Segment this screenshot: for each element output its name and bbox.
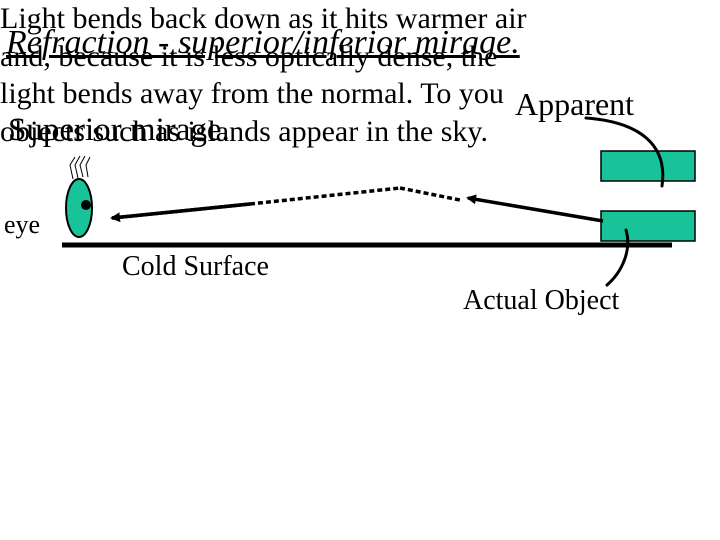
refracted-light-ray: [112, 198, 603, 221]
eye-icon: [66, 156, 92, 237]
apparent-object: [601, 151, 695, 181]
actual-object: [601, 211, 695, 241]
